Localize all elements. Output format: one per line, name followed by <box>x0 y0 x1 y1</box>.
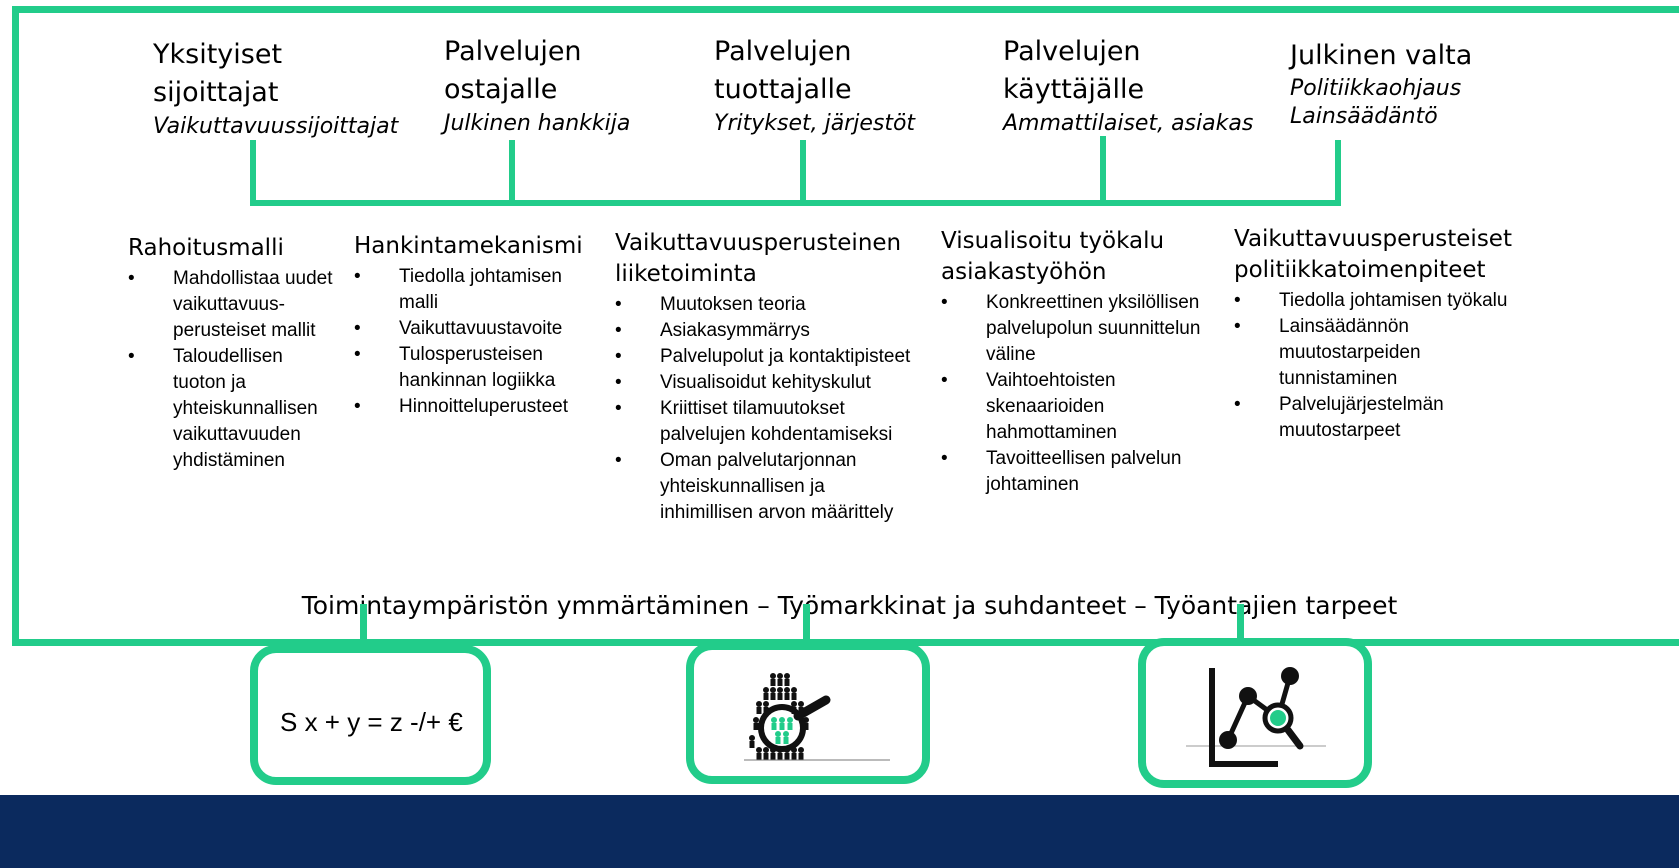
stakeholder-title: Julkinen valta <box>1290 40 1473 71</box>
column-financing-model: Rahoitusmalli Mahdollistaa uudetvaikutta… <box>128 233 358 474</box>
stakeholder-public-authority: Julkinen valta Politiikkaohjaus Lainsääd… <box>1290 37 1472 131</box>
bullet-list: Tiedolla johtamisen työkalu Lainsäädännö… <box>1234 288 1544 444</box>
connector-line <box>250 140 256 206</box>
list-item: Hinnoitteluperusteet <box>354 394 599 420</box>
list-item: Asiakasymmärrys <box>615 318 945 344</box>
stakeholder-subtitle: Vaikuttavuussijoittajat <box>153 114 399 139</box>
list-item: Mahdollistaa uudetvaikuttavuus-perusteis… <box>128 266 358 344</box>
connector-line <box>1100 136 1106 206</box>
stakeholder-title: Palvelujen <box>714 36 852 67</box>
bullet-list: Muutoksen teoria Asiakasymmärrys Palvelu… <box>615 292 945 526</box>
stakeholder-subtitle: Julkinen hankkija <box>444 111 631 136</box>
column-heading: Vaikuttavuusperusteiset politiikkatoimen… <box>1234 226 1512 283</box>
list-item: Tiedolla johtamisen työkalu <box>1234 288 1544 314</box>
data-analysis-box <box>1138 638 1372 788</box>
impact-formula: S x + y = z -/+ € <box>280 707 463 737</box>
column-heading: Vaikuttavuusperusteinen liiketoiminta <box>615 230 902 287</box>
column-visualized-tool: Visualisoitu työkalu asiakastyöhön Konkr… <box>941 226 1241 498</box>
box-connector <box>360 604 367 650</box>
people-analysis-box <box>686 642 930 784</box>
footer-band <box>0 795 1679 868</box>
connector-line <box>509 140 515 206</box>
list-item: Muutoksen teoria <box>615 292 945 318</box>
list-item: Vaihtoehtoistenskenaarioidenhahmottamine… <box>941 368 1241 446</box>
list-item: Lainsäädännönmuutostarpeidentunnistamine… <box>1234 314 1544 392</box>
list-item: Palvelupolut ja kontaktipisteet <box>615 344 945 370</box>
column-heading: Rahoitusmalli <box>128 235 284 261</box>
connector-line <box>1335 140 1341 206</box>
bullet-list: Mahdollistaa uudetvaikuttavuus-perusteis… <box>128 266 358 474</box>
stakeholder-subtitle: Yritykset, järjestöt <box>714 111 916 136</box>
stakeholder-buyer: Palvelujen ostajalle Julkinen hankkija <box>444 33 630 139</box>
connector-line <box>800 140 806 206</box>
column-procurement-mechanism: Hankintamekanismi Tiedolla johtamisenmal… <box>354 231 599 420</box>
column-heading: Visualisoitu työkalu asiakastyöhön <box>941 228 1165 285</box>
column-heading: Hankintamekanismi <box>354 233 583 259</box>
formula-box: S x + y = z -/+ € <box>250 645 491 785</box>
list-item: Visualisoidut kehityskulut <box>615 370 945 396</box>
people-magnifier-icon <box>744 673 890 761</box>
column-impact-business: Vaikuttavuusperusteinen liiketoiminta Mu… <box>615 228 945 526</box>
data-magnifier-icon <box>1186 667 1326 767</box>
column-policy-measures: Vaikuttavuusperusteiset politiikkatoimen… <box>1234 224 1544 444</box>
stakeholder-user: Palvelujen käyttäjälle Ammattilaiset, as… <box>1003 33 1253 139</box>
list-item: Vaikuttavuustavoite <box>354 316 599 342</box>
stakeholder-title: tuottajalle <box>714 74 852 105</box>
stakeholder-producer: Palvelujen tuottajalle Yritykset, järjes… <box>714 33 915 139</box>
stakeholder-title: käyttäjälle <box>1003 74 1145 105</box>
stakeholder-title: sijoittajat <box>153 77 279 108</box>
connector-bar <box>250 200 1341 206</box>
stakeholder-investors: Yksityiset sijoittajat Vaikuttavuussijoi… <box>153 36 398 142</box>
stakeholder-subtitle: Lainsäädäntö <box>1290 104 1438 129</box>
stakeholder-title: Palvelujen <box>1003 36 1141 67</box>
stakeholder-title: Yksityiset <box>153 39 283 70</box>
stakeholder-title: Palvelujen <box>444 36 582 67</box>
box-connector <box>803 604 810 646</box>
operating-environment-statement: Toimintaympäristön ymmärtäminen – Työmar… <box>301 591 1398 620</box>
box-connector <box>1237 604 1244 644</box>
stakeholder-title: ostajalle <box>444 74 558 105</box>
stakeholder-subtitle: Politiikkaohjaus <box>1290 76 1462 101</box>
stakeholder-subtitle: Ammattilaiset, asiakas <box>1003 111 1254 136</box>
